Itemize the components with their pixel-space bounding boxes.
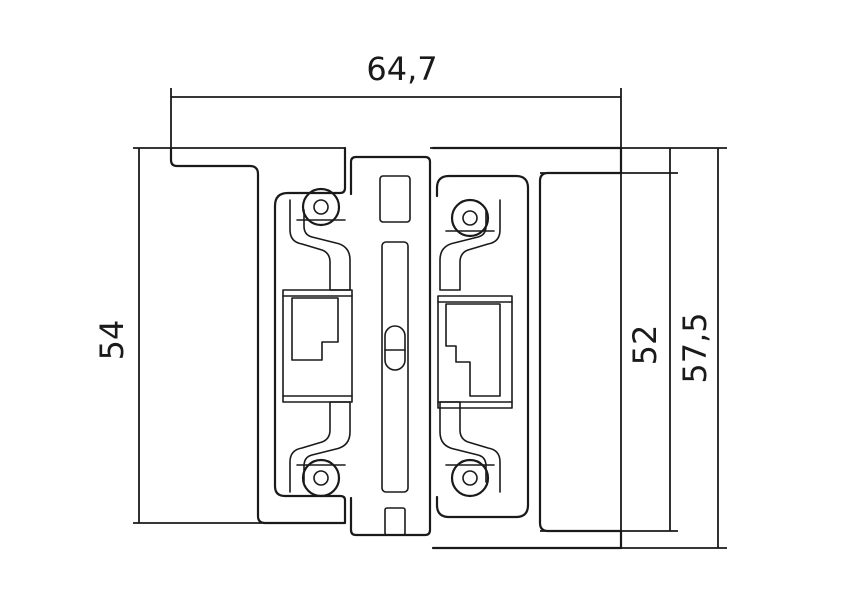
- ball-bearing-top-right: [445, 198, 495, 238]
- left-height-dimension: 54: [93, 147, 345, 524]
- width-dimension: 64,7: [170, 50, 622, 548]
- center-rail-lock-pin: [384, 325, 406, 371]
- ball-bearing-bottom-right: [445, 458, 495, 498]
- left-height-dimension-label: 54: [93, 320, 131, 361]
- inner-rail-profile: [431, 146, 623, 550]
- center-rail-slot-top: [379, 175, 411, 223]
- outer-rail-profile: [169, 146, 347, 525]
- left-retainer-lower: [289, 401, 351, 493]
- right-guide-block: [437, 295, 513, 409]
- inner-rail-inner-wall: [435, 174, 530, 519]
- outer-height-dimension-label: 57,5: [676, 312, 714, 383]
- right-retainer-lower: [439, 401, 501, 493]
- left-guide-block: [282, 289, 353, 403]
- inner-height-dimension-label: 52: [626, 325, 664, 366]
- outer-height-dimension: 57,5: [430, 147, 727, 549]
- inner-height-dimension: 52: [540, 148, 678, 532]
- ball-bearing-top-left: [296, 187, 346, 227]
- center-rail-channel: [381, 241, 409, 493]
- right-retainer-upper: [439, 199, 501, 291]
- width-dimension-label: 64,7: [366, 50, 437, 88]
- center-rail-slot-bottom: [384, 507, 406, 536]
- ball-bearing-bottom-left: [296, 458, 346, 498]
- center-rail-profile: [349, 155, 432, 537]
